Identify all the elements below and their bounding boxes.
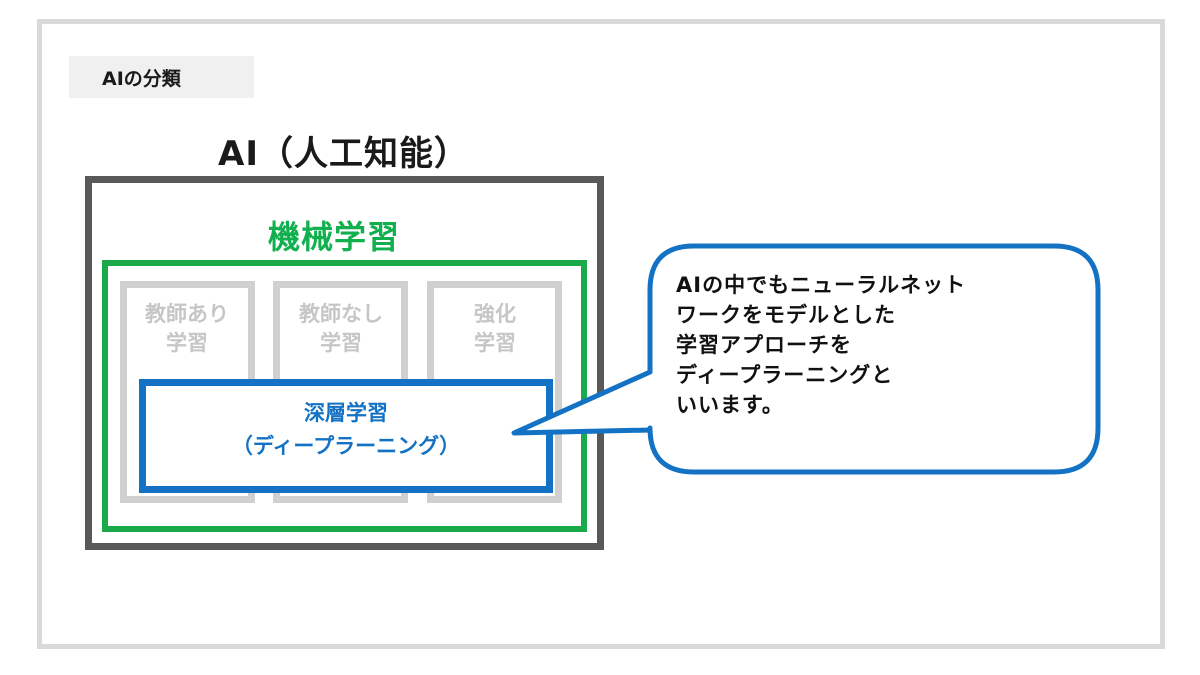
reinforcement-learning-label: 強化 学習 bbox=[420, 300, 570, 358]
supervised-learning-line1: 教師あり bbox=[145, 302, 229, 326]
deep-learning-line1: 深層学習 bbox=[304, 401, 388, 425]
deep-learning-box bbox=[139, 379, 553, 493]
callout-text: AIの中でもニューラルネット ワークをモデルとした 学習アプローチを ディープラ… bbox=[676, 270, 966, 420]
callout-line-1: AIの中でもニューラルネット bbox=[676, 273, 967, 297]
callout-line-5: いいます。 bbox=[676, 393, 784, 417]
category-tag: AIの分類 bbox=[69, 56, 254, 98]
unsupervised-learning-line2: 学習 bbox=[320, 331, 362, 355]
ai-title: AI（人工知能） bbox=[218, 134, 469, 174]
deep-learning-label: 深層学習 （ディープラーニング） bbox=[146, 397, 546, 463]
reinforcement-learning-line2: 学習 bbox=[474, 331, 516, 355]
supervised-learning-label: 教師あり 学習 bbox=[112, 300, 262, 358]
callout-line-3: 学習アプローチを bbox=[676, 333, 852, 357]
unsupervised-learning-label: 教師なし 学習 bbox=[266, 300, 416, 358]
callout-line-2: ワークをモデルとした bbox=[676, 303, 896, 327]
unsupervised-learning-line1: 教師なし bbox=[299, 302, 383, 326]
deep-learning-line2: （ディープラーニング） bbox=[231, 434, 461, 458]
supervised-learning-line2: 学習 bbox=[166, 331, 208, 355]
reinforcement-learning-line1: 強化 bbox=[474, 302, 516, 326]
machine-learning-title: 機械学習 bbox=[268, 218, 401, 256]
category-tag-label: AIの分類 bbox=[102, 67, 181, 90]
callout-line-4: ディープラーニングと bbox=[676, 363, 894, 387]
